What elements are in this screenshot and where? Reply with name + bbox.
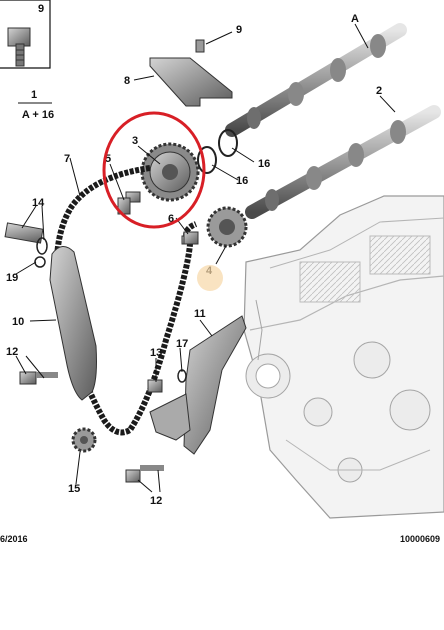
- callout-2: 2: [376, 85, 382, 97]
- callout-15: 15: [68, 483, 80, 495]
- corner-box-label: 9: [38, 3, 44, 15]
- highlight-circle: [102, 111, 206, 229]
- callout-6: 6: [168, 213, 174, 225]
- camshaft-a: [225, 23, 407, 137]
- callout-10: 10: [12, 316, 24, 328]
- callout-3: 3: [132, 135, 138, 147]
- washer-19: [34, 256, 46, 268]
- callout-13: 13: [150, 347, 162, 359]
- callout-14: 14: [32, 197, 45, 209]
- crank-sprocket: [71, 427, 97, 453]
- footer-reference: 10000609: [400, 534, 440, 544]
- footer-date: 6/2016: [0, 534, 28, 544]
- bolt-6: [183, 231, 199, 245]
- callout-9: 9: [236, 24, 242, 36]
- callout-A: A: [351, 13, 359, 25]
- callout-8: 8: [124, 75, 130, 87]
- assembly-note: 1 A + 16: [18, 89, 54, 121]
- seal-ring: [197, 146, 217, 174]
- tensioner-14: [4, 222, 48, 255]
- assembly-formula: A + 16: [22, 109, 54, 121]
- callout-17: 17: [176, 338, 188, 350]
- callout-12-left: 12: [6, 346, 18, 358]
- callout-16-upper: 16: [258, 158, 270, 170]
- camshaft-phaser-sprocket: [125, 142, 200, 203]
- callout-19: 19: [6, 272, 18, 284]
- timing-chain: [53, 165, 198, 436]
- bolt-icon: [7, 27, 31, 67]
- camshaft-2: [245, 105, 441, 219]
- corner-reference-box: 9: [0, 0, 51, 69]
- callout-7: 7: [64, 153, 70, 165]
- leader-lines: [15, 23, 396, 493]
- tensioner-rail-10: [49, 246, 97, 401]
- engine-block-drawing: [243, 195, 444, 519]
- callout-5: 5: [105, 153, 111, 165]
- callout-12-right: 12: [150, 495, 162, 507]
- seal-ring: [218, 129, 238, 157]
- bolt-9: [195, 39, 205, 53]
- callout-11: 11: [194, 308, 206, 320]
- bolt-12-left: [19, 371, 58, 385]
- callout-16-lower: 16: [236, 175, 248, 187]
- bolt-13: [147, 379, 163, 393]
- chain-guide-8: [149, 41, 233, 107]
- guide-rail-11: [149, 315, 247, 455]
- highlight-dot: [197, 265, 223, 291]
- assembly-number: 1: [31, 89, 37, 101]
- bolt-12-right: [125, 465, 164, 483]
